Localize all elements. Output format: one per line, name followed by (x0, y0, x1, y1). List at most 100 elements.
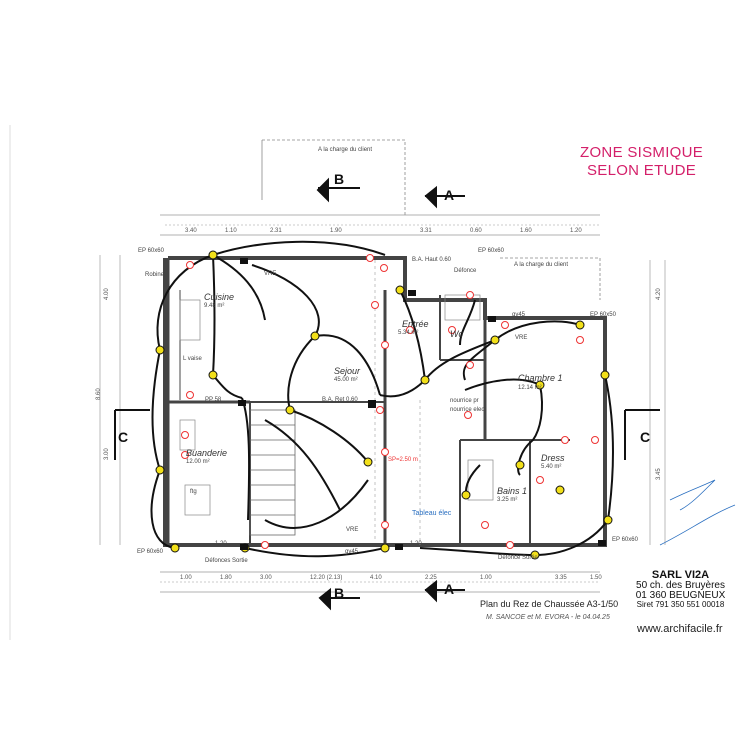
dimension-left: 3.00 (104, 448, 110, 460)
socket-point (366, 254, 374, 262)
dimension-bottom: 1.00 (180, 575, 192, 581)
room-dress: Dress (541, 453, 565, 463)
note-defonce: Défonce (454, 268, 477, 274)
light-point (600, 370, 610, 380)
terrace-outline (99, 139, 666, 593)
dimension-bottom: 4.10 (370, 575, 382, 581)
note-gv45-bottom: gv45 (345, 549, 359, 555)
switch (368, 400, 376, 408)
socket-point (261, 541, 269, 549)
light-point (575, 320, 585, 330)
room-bains: Bains 1 (497, 486, 528, 496)
area-bains: 3.25 m² (497, 497, 518, 503)
dimension-bottom: 1.00 (480, 575, 492, 581)
section-markers (114, 177, 660, 611)
socket-point (561, 436, 569, 444)
note-nourrice-elec: nourrice elec (450, 407, 485, 413)
note-defonces-sortie: Défonces Sortie (205, 558, 248, 564)
room-sejour: Sejour (334, 366, 361, 376)
switch (488, 316, 496, 322)
switch (408, 290, 416, 296)
switches (238, 258, 606, 550)
light-point (535, 380, 545, 390)
socket-point (466, 291, 474, 299)
area-cuisine: 9.48 m² (204, 303, 225, 309)
section-b-top: B (334, 171, 345, 187)
socket-point (381, 521, 389, 529)
area-dress: 5.40 m² (541, 464, 562, 470)
note-defonce-sortie: Défonce Sortie (498, 555, 538, 561)
note-gv45-top: gv45 (512, 312, 526, 318)
staircase (249, 409, 296, 536)
area-buanderie: 12.00 m² (186, 459, 210, 465)
light-points (155, 250, 613, 560)
company-name: SARL VI2A (651, 569, 710, 581)
room-wc: Wc (450, 329, 463, 339)
light-point (208, 370, 218, 380)
socket-point (536, 476, 544, 484)
light-point (515, 460, 525, 470)
switch (395, 544, 403, 550)
room-cuisine: Cuisine (204, 292, 235, 302)
note-ba-haut: B.A. Haut 0.60 (412, 257, 452, 263)
wiring (150, 240, 614, 558)
room-entree: Entrée (402, 319, 429, 329)
section-c-left: C (118, 429, 129, 445)
area-entree: 5.34 m² (398, 330, 419, 336)
socket-point (591, 436, 599, 444)
note-dim-120-left: 1.20 (215, 541, 227, 547)
socket-point (501, 321, 509, 329)
switch (240, 258, 248, 264)
note-charge-client-top: A la charge du client (318, 147, 373, 153)
note-ep-br: EP 60x60 (612, 537, 638, 543)
note-ep-tl: EP 60x60 (138, 248, 164, 254)
light-point (170, 543, 180, 553)
dimension-right: 3.45 (656, 468, 662, 480)
dimension-bottom: 2.25 (425, 575, 437, 581)
dimension-top: 0.60 (470, 228, 482, 234)
note-vre-top: VRE (264, 271, 277, 277)
room-buanderie: Buanderie (186, 448, 228, 458)
credit-link[interactable]: www.archifacile.fr (637, 623, 723, 635)
light-point (555, 485, 565, 495)
dimension-top: 1.20 (570, 228, 582, 234)
light-point (363, 457, 373, 467)
light-point (603, 515, 613, 525)
light-point (155, 345, 165, 355)
room-chambre1: Chambre 1 (518, 373, 563, 383)
socket-point (376, 406, 384, 414)
dimension-bottom: 1.50 (590, 575, 602, 581)
note-pp58: PP 58 (205, 397, 222, 403)
plan-title: Plan du Rez de Chaussée A3-1/50 (480, 599, 619, 609)
section-c-right: C (640, 429, 651, 445)
light-point (208, 250, 218, 260)
dimension-right: 4.20 (656, 288, 662, 300)
dimension-bottom: 1.80 (220, 575, 232, 581)
seismic-zone-line2: SELON ETUDE (586, 162, 697, 179)
socket-point (576, 336, 584, 344)
seismic-zone-line1: ZONE SISMIQUE (580, 144, 704, 161)
socket-point (181, 451, 189, 459)
note-ep-tr: EP 60x60 (478, 248, 504, 254)
note-tableau: Tableau élec (412, 510, 452, 517)
dimension-bottom: 3.00 (260, 575, 272, 581)
light-point (395, 285, 405, 295)
company-block: SARL VI2A 50 ch. des Bruyères 01 360 BEU… (618, 570, 743, 609)
socket-point (186, 261, 194, 269)
light-point (310, 331, 320, 341)
socket-point (406, 326, 414, 334)
socket-point (381, 341, 389, 349)
plan-subtitle: M. SANCOE et M. EVORA - le 04.04.25 (486, 614, 610, 621)
note-charge-client-right: A la charge du client (514, 262, 569, 268)
switch (598, 540, 606, 546)
socket-point (481, 521, 489, 529)
note-ep-60-50: EP 60x50 (590, 312, 616, 318)
note-sp: SP=2.50 m (388, 457, 418, 463)
socket-point (466, 361, 474, 369)
note-nourrice: nourrice pr (450, 398, 479, 404)
section-a-bottom: A (444, 581, 455, 597)
note-vre-bottom: VRE (346, 527, 359, 533)
dimension-bottom: 3.35 (555, 575, 567, 581)
seismic-zone-title: ZONE SISMIQUE SELON ETUDE (580, 145, 703, 178)
